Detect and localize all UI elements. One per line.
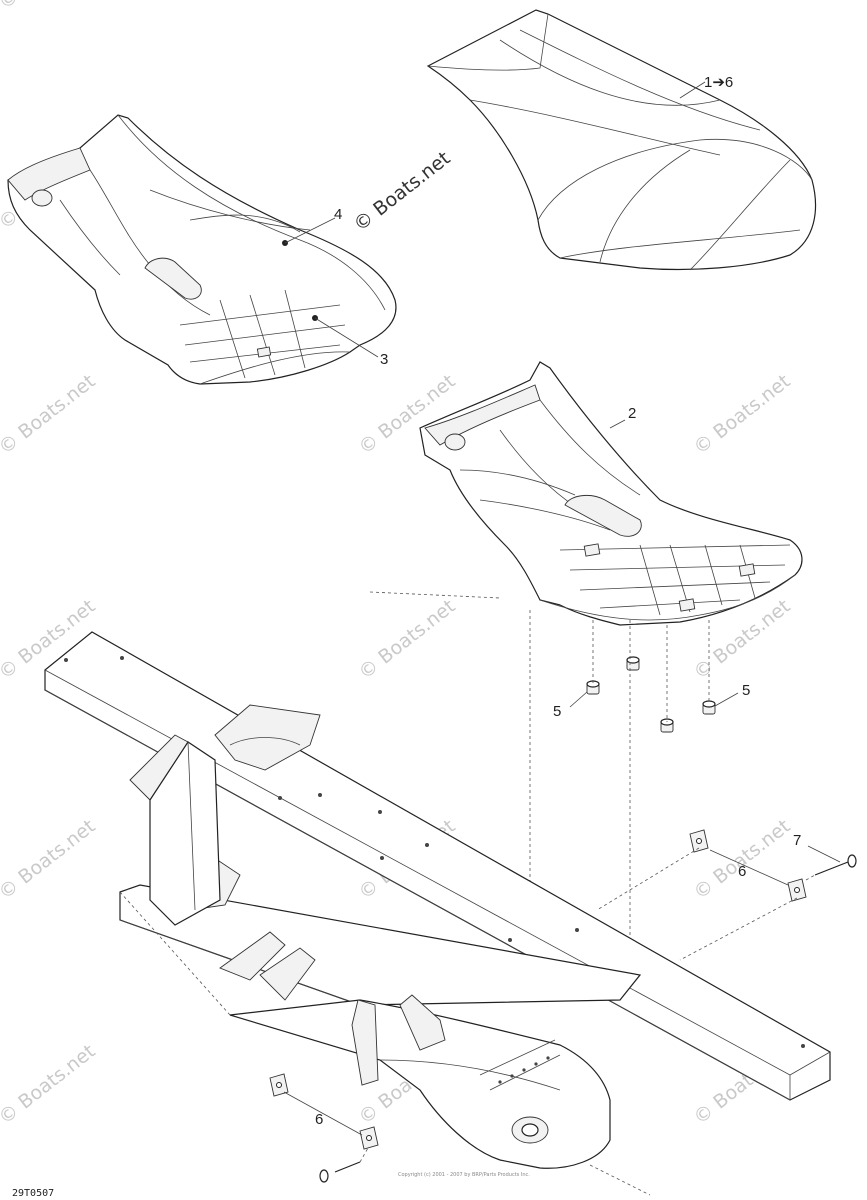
leader-line (283, 1091, 363, 1136)
watermark: © Boats.net (0, 1040, 99, 1129)
seat-base (419, 361, 803, 626)
bumper (660, 718, 674, 733)
copyright-notice: Copyright (c) 2001 - 2007 by BRP/Parts P… (398, 1172, 530, 1178)
screws (319, 854, 857, 1183)
leader-line (714, 692, 739, 707)
frame (44, 631, 831, 1196)
callout-3: 3 (380, 351, 388, 368)
callout-4: 4 (334, 206, 342, 223)
callout-6-right: 6 (738, 863, 746, 880)
watermark-main: © Boats.net (350, 147, 455, 236)
assembly-line (805, 874, 816, 881)
leader-line (609, 419, 626, 429)
callout-5-left: 5 (553, 703, 561, 720)
leader-line (709, 849, 789, 886)
watermark: © Boats.net (0, 815, 99, 904)
bumper (586, 680, 600, 695)
leader-line (807, 845, 841, 863)
leader-line (569, 691, 588, 708)
drawing-code: 29T0507 (12, 1188, 54, 1199)
assembly-line (679, 897, 798, 961)
alignment-line (369, 591, 501, 599)
callout-7: 7 (793, 832, 801, 849)
watermark: © Boats.net (690, 815, 795, 904)
clip (269, 1073, 289, 1097)
screw (319, 1161, 361, 1183)
leader-line (679, 81, 706, 99)
callout-5-right: 5 (742, 682, 750, 699)
bumper (702, 700, 716, 715)
bumper (626, 656, 640, 671)
seat-assembly-complete (426, 9, 817, 271)
assembly-line (596, 847, 700, 911)
watermark: © Boats.net (690, 370, 795, 459)
leader-line (284, 217, 336, 244)
assembly-line (359, 1147, 369, 1163)
clip (787, 878, 807, 902)
watermark: © Boats.net (0, 0, 99, 14)
clips (269, 829, 807, 1150)
seat-base-with-cover (7, 114, 397, 385)
assembly-lines (529, 610, 710, 1000)
callout-6-left: 6 (315, 1111, 323, 1128)
screw (814, 854, 857, 876)
clip (689, 829, 709, 853)
watermark: © Boats.net (355, 595, 460, 684)
clip (359, 1126, 379, 1150)
watermark: © Boats.net (0, 370, 99, 459)
callout-1-to-6: 1➔6 (704, 74, 733, 91)
leader-line (314, 317, 379, 358)
callout-2: 2 (628, 405, 636, 422)
